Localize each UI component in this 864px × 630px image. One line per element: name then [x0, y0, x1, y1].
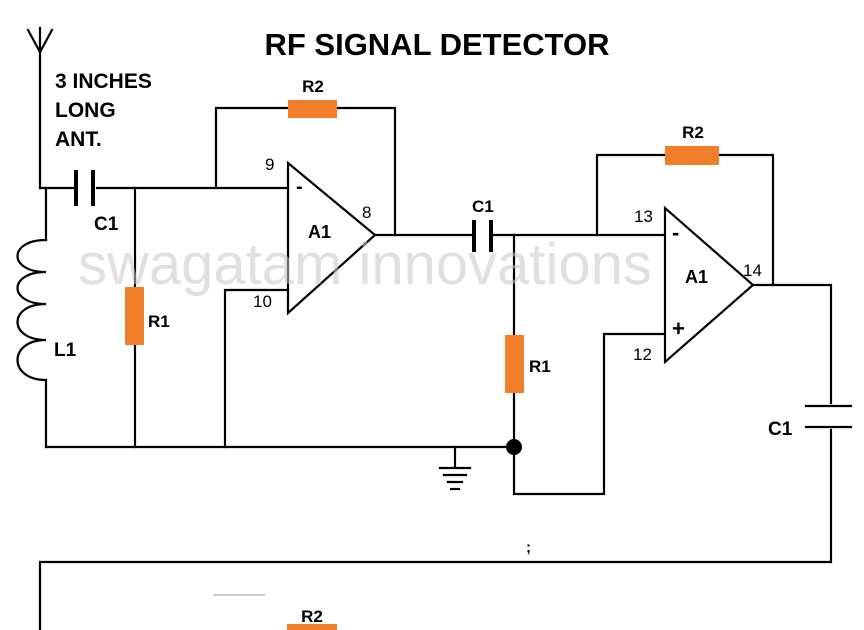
r1-stage1-label: R1 — [148, 312, 170, 331]
pin-10: 10 — [253, 292, 272, 311]
a1-stage1-minus: - — [296, 176, 303, 198]
r2-stage2-label: R2 — [682, 123, 704, 142]
antenna-symbol — [26, 26, 54, 190]
a1-stage2-minus: - — [672, 220, 679, 245]
resistor-r2-stage1 — [288, 100, 337, 118]
pin-9: 9 — [265, 155, 274, 174]
capacitor-c1-output — [804, 404, 853, 429]
antenna-label-line2: LONG — [55, 99, 116, 122]
c1-output-label: C1 — [768, 419, 793, 440]
opamp-a1-stage1 — [286, 160, 377, 316]
resistor-r1-stage2 — [505, 335, 524, 393]
r1-stage2-label: R1 — [529, 357, 551, 376]
opamp-a1-stage2 — [663, 205, 755, 365]
pin-8: 8 — [362, 203, 371, 222]
antenna-label-line1: 3 INCHES — [55, 70, 152, 93]
inductor-l1 — [16, 238, 48, 382]
ground-symbol — [438, 445, 472, 491]
output-return-wire — [38, 428, 833, 630]
r2-bottom-label: R2 — [301, 607, 323, 626]
stage2-feedback-wires — [595, 153, 775, 287]
resistor-r1-stage1 — [125, 287, 144, 345]
capacitor-c1-coupling — [472, 220, 493, 252]
stage1-feedback-wires — [214, 106, 397, 237]
resistor-r2-bottom — [287, 624, 337, 630]
l1-label: L1 — [54, 340, 77, 361]
stage1-noninv-wire — [223, 288, 290, 449]
resistor-r2-stage2 — [665, 146, 719, 165]
c1-coupling-label: C1 — [472, 197, 494, 216]
stray-mark: ; — [526, 539, 531, 556]
c1-input-label: C1 — [94, 214, 119, 235]
pin-14: 14 — [743, 261, 762, 280]
input-wires — [38, 186, 292, 449]
a1-stage2-label: A1 — [685, 267, 708, 287]
watermark-text: swagatam innovations — [78, 232, 652, 297]
capacitor-c1-input — [74, 170, 95, 206]
stage2-noninv-wire — [512, 332, 667, 496]
a1-stage2-plus: + — [672, 316, 685, 341]
pin-12: 12 — [633, 345, 652, 364]
antenna-label-line3: ANT. — [55, 128, 102, 151]
pin-13: 13 — [634, 207, 653, 226]
diagram-title: RF SIGNAL DETECTOR — [264, 27, 609, 62]
a1-stage1-label: A1 — [308, 222, 331, 242]
r2-stage1-label: R2 — [302, 77, 324, 96]
stage2-output-wire — [751, 283, 833, 405]
